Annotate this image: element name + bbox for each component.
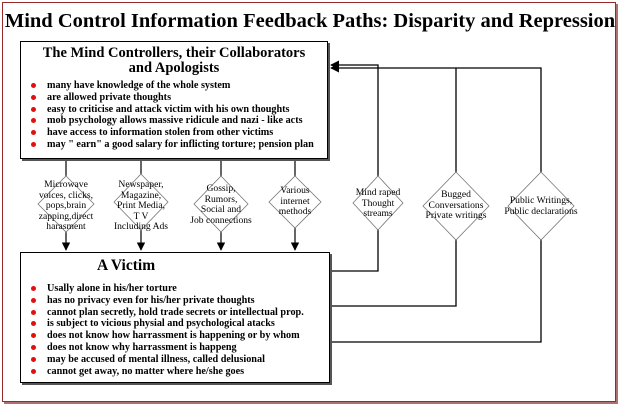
label-line: internet <box>280 195 310 207</box>
diamond-media <box>113 173 169 231</box>
list-item-text: are allowed private thoughts <box>47 91 172 103</box>
label-line: harasment <box>46 221 86 232</box>
label-line: Private writings <box>425 210 487 221</box>
label-line: pops,brain <box>45 200 87 211</box>
list-item: many have knowledge of the whole system <box>31 80 314 92</box>
list-item: may " earn" a good salary for inflicting… <box>31 139 314 151</box>
controllers-title-line2: and Apologists <box>128 60 220 76</box>
label-internet: Various internet methods <box>265 185 325 218</box>
bullet-icon <box>31 356 36 362</box>
bullet-icon <box>31 309 36 315</box>
list-item-text: easy to criticise and attack victim with… <box>47 103 290 115</box>
label-line: Magazine, <box>120 189 162 201</box>
label-line: streams <box>363 208 393 219</box>
label-line: zapping,direct <box>38 210 94 222</box>
label-line: Public declarations <box>504 205 578 217</box>
label-line: voices, clicks, <box>38 189 94 201</box>
label-line: Public Writings, <box>509 195 573 206</box>
list-item-text: mob psychology allows massive ridicule a… <box>47 115 303 127</box>
feedback-path-thoughts <box>329 60 379 272</box>
label-line: Newspaper, <box>118 179 164 190</box>
bullet-icon <box>31 106 36 112</box>
bullet-icon <box>31 130 36 136</box>
list-item-text: does not know why harrassment is happeng <box>47 341 237 353</box>
diamond-public <box>507 171 575 241</box>
bullet-icon <box>31 321 36 327</box>
diamond-internet <box>268 175 322 229</box>
label-line: Microwave <box>44 179 88 190</box>
controllers-title-line1: The Mind Controllers, their Collaborator… <box>42 45 306 61</box>
label-line: Gossip, <box>206 183 236 194</box>
list-item: is subject to vicious physial and psycho… <box>31 318 304 330</box>
label-line: methods <box>278 206 312 217</box>
list-item-text: Usally alone in his/her torture <box>47 283 177 294</box>
list-item: have access to information stolen from o… <box>31 127 314 139</box>
list-item: does not know why harrassment is happeng <box>31 342 304 354</box>
bullet-icon <box>31 333 36 339</box>
bullet-icon <box>31 297 36 303</box>
list-item-text: cannot get away, no matter where he/she … <box>47 365 245 377</box>
victim-list: Usally alone in his/her torture has no p… <box>31 283 304 377</box>
bullet-icon <box>31 118 36 124</box>
controllers-list: many have knowledge of the whole system … <box>31 80 314 151</box>
list-item: does not know how harrassment is happeni… <box>31 330 304 342</box>
label-line: Job connections <box>190 214 252 226</box>
diamond-thoughts <box>352 175 404 231</box>
controllers-title: The Mind Controllers, their Collaborator… <box>21 46 327 76</box>
bullet-icon <box>31 94 36 100</box>
label-media: Newspaper, Magazine, Print Media, T V In… <box>101 179 181 233</box>
list-item: cannot plan secretly, hold trade secrets… <box>31 307 304 319</box>
list-item-text: may be accused of mental illness, called… <box>47 353 265 365</box>
label-line: Mind raped <box>355 187 401 198</box>
label-line: Including Ads <box>113 221 169 232</box>
list-item-text: many have knowledge of the whole system <box>47 80 231 91</box>
label-line: Conversations <box>428 199 484 211</box>
list-item: easy to criticise and attack victim with… <box>31 104 314 116</box>
diamond-gossip <box>193 175 249 233</box>
diamond-conversations <box>422 171 490 241</box>
controllers-box: The Mind Controllers, their Collaborator… <box>20 41 328 159</box>
label-line: Print Media, <box>117 200 165 211</box>
label-line: T V <box>133 210 149 222</box>
bullet-icon <box>31 141 36 147</box>
victim-title: A Victim <box>97 257 156 274</box>
list-item: are allowed private thoughts <box>31 92 314 104</box>
list-item: may be accused of mental illness, called… <box>31 354 304 366</box>
label-line: Thought <box>361 197 395 209</box>
page-frame <box>2 2 616 402</box>
list-item-text: has no privacy even for his/her private … <box>47 294 255 306</box>
list-item: cannot get away, no matter where he/she … <box>31 366 304 378</box>
list-item: mob psychology allows massive ridicule a… <box>31 115 314 127</box>
label-public: Public Writings, Public declarations <box>496 195 586 217</box>
list-item-text: does not know how harrassment is happeni… <box>47 330 300 342</box>
bullet-icon <box>31 368 36 374</box>
bullet-icon <box>31 286 36 291</box>
list-item-text: have access to information stolen from o… <box>47 127 274 139</box>
label-conversations: Bugged Conversations Private writings <box>416 189 496 222</box>
diagram-title: Mind Control Information Feedback Paths:… <box>4 10 616 32</box>
label-line: Bugged <box>441 189 471 200</box>
victim-box: A Victim Usally alone in his/her torture… <box>20 252 330 383</box>
list-item: Usally alone in his/her torture <box>31 283 304 295</box>
label-gossip: Gossip, Rumors, Social and Job connectio… <box>179 183 263 226</box>
label-line: Rumors, <box>204 193 238 205</box>
list-item-text: is subject to vicious physial and psycho… <box>47 318 275 330</box>
label-thoughts: Mind raped Thought streams <box>346 187 410 220</box>
list-item: has no privacy even for his/her private … <box>31 295 304 307</box>
label-microwave: Microwave voices, clicks, pops,brain zap… <box>24 179 108 233</box>
list-item-text: cannot plan secretly, hold trade secrets… <box>47 306 304 318</box>
diamond-microwave <box>37 175 95 233</box>
label-line: Various <box>280 185 310 196</box>
bullet-icon <box>31 83 36 88</box>
label-line: Social and <box>200 204 242 215</box>
list-item-text: may " earn" a good salary for inflicting… <box>47 138 314 150</box>
feedback-path-conversations <box>329 68 457 307</box>
bullet-icon <box>31 344 36 350</box>
